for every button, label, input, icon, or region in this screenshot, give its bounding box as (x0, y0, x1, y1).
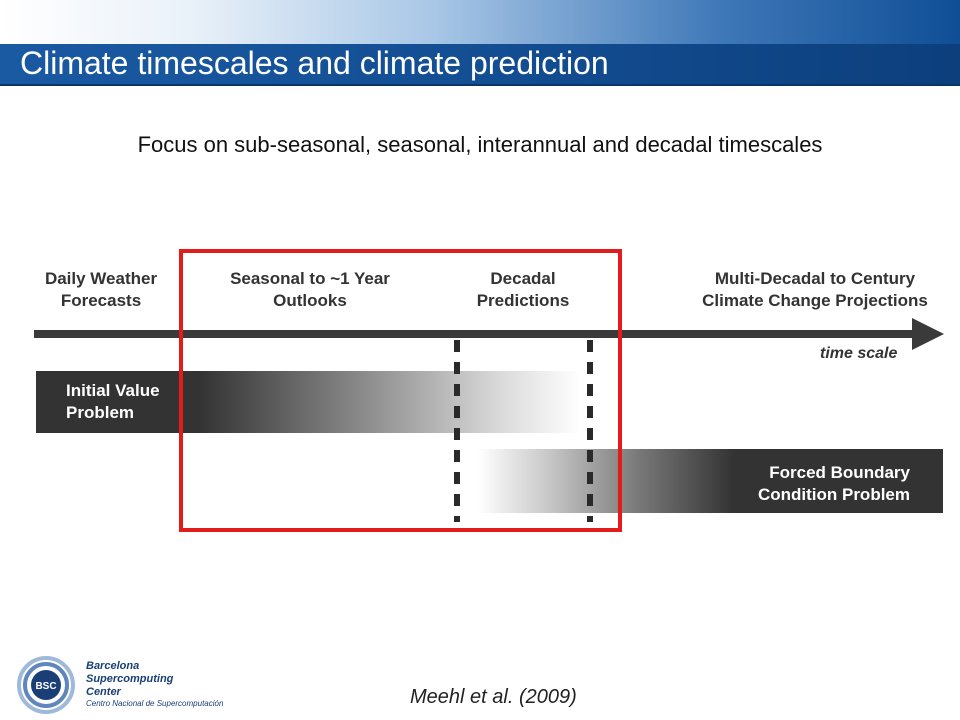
subtitle: Focus on sub-seasonal, seasonal, interan… (137, 132, 823, 157)
forced-boundary-line2: Condition Problem (757, 485, 910, 504)
label-multi-decadal: Multi-Decadal to Century Climate Change … (690, 268, 940, 312)
label-decadal-line2: Predictions (476, 291, 570, 310)
forced-boundary-label: Forced Boundary Condition Problem (743, 462, 910, 506)
label-decadal-line1: Decadal (490, 269, 556, 288)
bsc-logo-icon: BSC (17, 656, 75, 714)
citation: Meehl et al. (2009) (410, 686, 577, 708)
initial-value-bar (36, 371, 580, 433)
logo-name-line1: Barcelona (86, 660, 140, 672)
logo-mark-text: BSC (35, 681, 56, 692)
label-seasonal-line1: Seasonal to ~1 Year (230, 269, 390, 288)
label-daily-weather-line2: Forecasts (60, 291, 142, 310)
forced-boundary-bar (478, 449, 943, 513)
timeline-arrowhead (912, 318, 944, 350)
label-multidecadal-line1: Multi-Decadal to Century (714, 269, 916, 288)
logo-name-line2: Supercomputing (86, 673, 174, 685)
label-seasonal-line2: Outlooks (273, 291, 347, 310)
label-daily-weather-line1: Daily Weather (44, 269, 158, 288)
logo-name-line3: Center (86, 686, 121, 698)
label-multidecadal-line2: Climate Change Projections (702, 291, 928, 310)
initial-value-line1: Initial Value (66, 381, 160, 400)
time-scale-label: time scale (820, 345, 898, 362)
title-band (0, 44, 960, 86)
initial-value-label: Initial Value Problem (66, 380, 160, 424)
initial-value-line2: Problem (66, 403, 135, 422)
label-decadal-predictions: Decadal Predictions (458, 268, 588, 312)
label-seasonal-outlooks: Seasonal to ~1 Year Outlooks (210, 268, 410, 312)
focus-highlight-box (179, 249, 622, 532)
label-daily-weather: Daily Weather Forecasts (36, 268, 166, 312)
logo-tagline: Centro Nacional de Supercomputación (86, 699, 224, 708)
forced-boundary-line1: Forced Boundary (769, 463, 910, 482)
logo-name: Barcelona Supercomputing Center (86, 660, 173, 699)
header-divider (0, 84, 960, 86)
page-title: Climate timescales and climate predictio… (20, 45, 609, 81)
